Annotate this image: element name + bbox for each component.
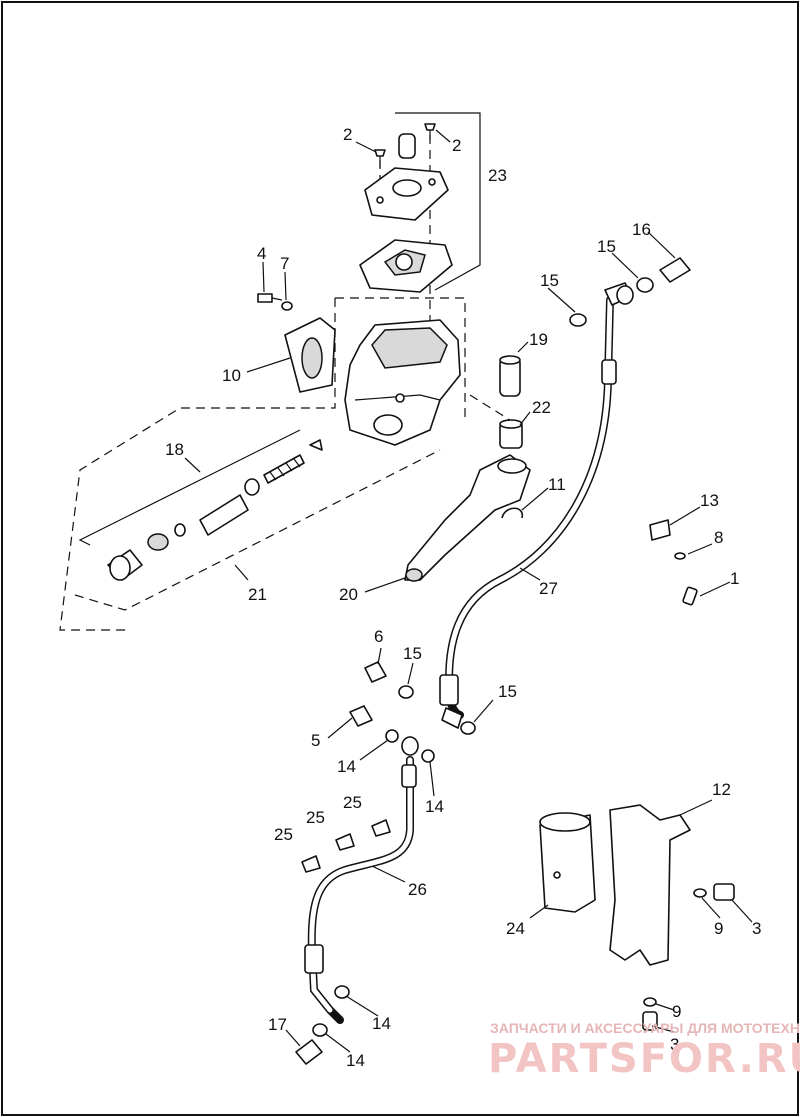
hose-clip-25c: [371, 819, 391, 837]
banjo-bolt-16: [659, 257, 691, 283]
callout-14: 14: [346, 1051, 365, 1070]
callout-8: 8: [714, 528, 723, 547]
callout-26: 26: [408, 880, 427, 899]
callout-6: 6: [374, 627, 383, 646]
watermark: ЗАПЧАСТИ И АКСЕССУАРЫ ДЛЯ МОТОТЕХНИКИ PA…: [488, 1020, 800, 1082]
callout-25: 25: [343, 793, 362, 812]
callout-9: 9: [672, 1002, 681, 1021]
screw-2-left: [374, 149, 386, 157]
washer-9b: [643, 997, 657, 1007]
piston: [199, 494, 249, 536]
callout-15: 15: [597, 237, 616, 256]
washer-14a: [385, 729, 399, 743]
spring: [263, 454, 305, 484]
callout-22: 22: [532, 398, 551, 417]
callout-15: 15: [540, 271, 559, 290]
piston-assembly: [74, 429, 441, 611]
leader-lines: [184, 129, 753, 1053]
callout-15: 15: [498, 682, 517, 701]
callout-labels: 2 2 23 4 7 10 18 21 20 11 22 19 15 15 16…: [165, 125, 761, 1070]
mounting-bracket-12: [609, 804, 691, 966]
callout-9: 9: [714, 919, 723, 938]
washer-14b: [421, 749, 435, 763]
screw-2-right: [424, 123, 436, 131]
callout-4: 4: [257, 244, 266, 263]
banjo-upper: [616, 285, 634, 305]
callout-20: 20: [339, 585, 358, 604]
callout-3: 3: [752, 919, 761, 938]
callout-2: 2: [452, 136, 461, 155]
callout-5: 5: [311, 731, 320, 750]
hose-clip-25a: [301, 855, 321, 873]
clutch-lever: [404, 454, 531, 581]
callout-19: 19: [529, 330, 548, 349]
watermark-brand: PARTSFOR.RU: [488, 1036, 800, 1082]
callout-23: 23: [488, 166, 507, 185]
retaining-clip-11: [501, 507, 523, 519]
banjo-bolt-17: [295, 1039, 323, 1065]
banjo-bolt-6: [364, 661, 387, 683]
master-cylinder-body: [59, 297, 466, 631]
callout-3: 3: [670, 1035, 679, 1054]
banjo-bolt-5: [349, 705, 373, 727]
washer-8: [674, 552, 686, 560]
crush-washer-15a: [569, 313, 587, 327]
callout-13: 13: [700, 491, 719, 510]
hose-clip-25b: [335, 833, 355, 851]
clamp-screw-4: [257, 293, 273, 303]
washer-14d: [312, 1023, 328, 1037]
washer-7: [281, 301, 293, 311]
callout-21: 21: [248, 585, 267, 604]
callout-14: 14: [372, 1014, 391, 1033]
callout-7: 7: [280, 254, 289, 273]
crush-washer-15d: [460, 721, 476, 735]
cap-13: [649, 519, 671, 541]
crush-washer-15b: [636, 277, 654, 293]
seal: [147, 533, 169, 551]
callout-24: 24: [506, 919, 525, 938]
watermark-tagline: ЗАПЧАСТИ И АКСЕССУАРЫ ДЛЯ МОТОТЕХНИКИ: [490, 1020, 800, 1036]
callout-12: 12: [712, 780, 731, 799]
screw-3a: [713, 883, 735, 901]
callout-16: 16: [632, 220, 651, 239]
callout-11: 11: [548, 475, 566, 494]
vent-plug: [398, 133, 416, 159]
washer-9a: [693, 888, 707, 898]
callout-14: 14: [337, 757, 356, 776]
callout-2: 2: [343, 125, 352, 144]
callout-25: 25: [274, 825, 293, 844]
callout-25: 25: [306, 808, 325, 827]
callout-14: 14: [425, 797, 444, 816]
bracket-23: [395, 112, 481, 291]
callout-17: 17: [268, 1015, 287, 1034]
crush-washer-15c: [398, 685, 414, 699]
washer-14c: [334, 985, 350, 999]
callout-18: 18: [165, 440, 184, 459]
screw-1: [682, 586, 698, 606]
callout-10: 10: [222, 366, 241, 385]
callout-1: 1: [730, 569, 739, 588]
screw-3b: [642, 1011, 658, 1031]
reservoir-cover-group: [359, 112, 481, 320]
callout-27: 27: [539, 579, 558, 598]
callout-15: 15: [403, 644, 422, 663]
